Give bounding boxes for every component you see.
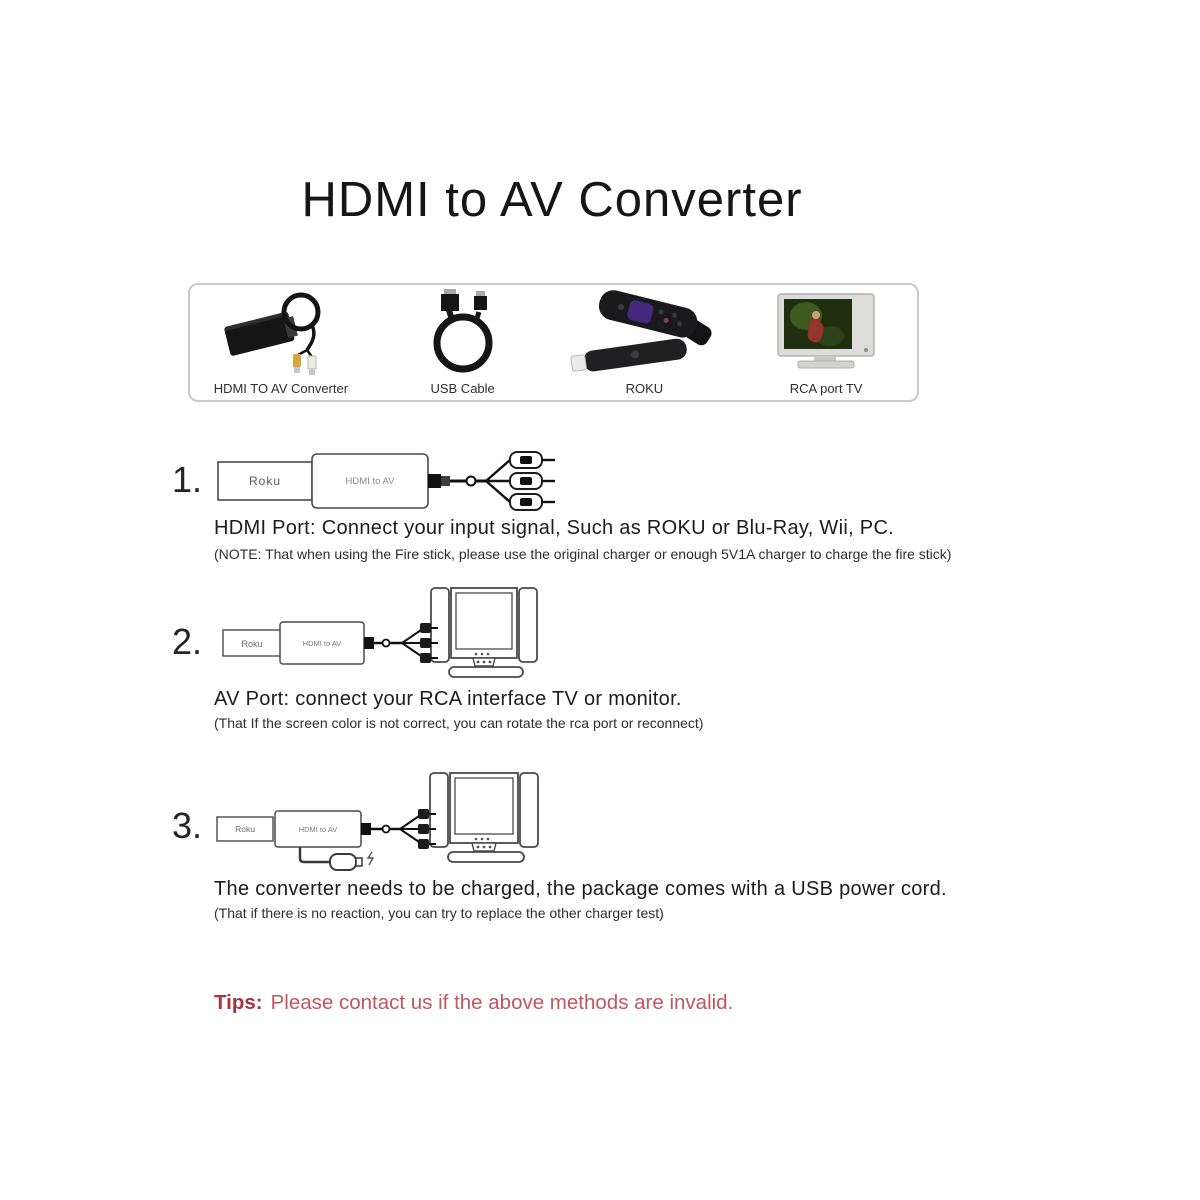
product-label: RCA port TV xyxy=(789,381,863,396)
step-2-heading: AV Port: connect your RCA interface TV o… xyxy=(214,688,682,710)
product-gallery: HDMI TO AV Converter USB Cable xyxy=(188,283,919,402)
product-item-rca-tv: RCA port TV xyxy=(735,285,917,400)
product-label: USB Cable xyxy=(430,381,495,396)
tips-line: Tips: Please contact us if the above meth… xyxy=(214,991,733,1015)
roku-source-label: Roku xyxy=(249,474,281,488)
usb-power-cord-icon xyxy=(298,847,375,871)
usb-cable-icon xyxy=(408,285,518,382)
step-2-note: (That If the screen color is not correct… xyxy=(214,715,704,731)
step-3-number: 3. xyxy=(172,805,203,846)
step-3-note: (That if there is no reaction, you can t… xyxy=(214,905,664,921)
tips-label: Tips: xyxy=(214,991,263,1014)
product-label: ROKU xyxy=(625,381,664,396)
tv-icon xyxy=(430,587,538,678)
step-2-diagram: Roku HDMI to AV xyxy=(222,587,538,678)
cable-split xyxy=(485,459,511,503)
av-connector-icon xyxy=(428,474,441,488)
page-title: HDMI to AV Converter xyxy=(301,173,803,227)
roku-source-label: Roku xyxy=(235,824,255,834)
converter-label: HDMI to AV xyxy=(346,476,396,487)
av-connector-icon xyxy=(364,637,374,649)
rca-plug-icon xyxy=(509,451,555,469)
hdmi-av-converter-icon xyxy=(221,285,341,382)
step-1-diagram: Roku HDMI to AV xyxy=(217,451,555,511)
step-1-number: 1. xyxy=(172,459,203,500)
step-1-heading: HDMI Port: Connect your input signal, Su… xyxy=(214,517,895,539)
converter-label: HDMI to AV xyxy=(299,825,338,834)
roku-stick-icon xyxy=(569,285,719,382)
step-2-number: 2. xyxy=(172,621,203,662)
tips-text: Please contact us if the above methods a… xyxy=(270,991,734,1014)
power-squiggle-icon xyxy=(366,851,375,866)
tv-icon xyxy=(429,772,539,863)
rca-plug-icon xyxy=(509,472,555,490)
roku-source-box xyxy=(216,816,274,842)
av-connector-icon xyxy=(361,823,371,835)
roku-source-label: Roku xyxy=(241,639,262,649)
rca-plug-icon xyxy=(420,623,438,663)
product-item-roku: ROKU xyxy=(554,285,736,400)
converter-label: HDMI to AV xyxy=(303,639,342,648)
rca-plug-icon xyxy=(418,809,436,849)
product-item-usb-cable: USB Cable xyxy=(372,285,554,400)
product-label: HDMI TO AV Converter xyxy=(213,381,349,396)
step-1-note: (NOTE: That when using the Fire stick, p… xyxy=(214,546,952,562)
product-item-converter: HDMI TO AV Converter xyxy=(190,285,372,400)
rca-plug-icon xyxy=(509,493,555,511)
step-3-diagram: Roku HDMI to AV xyxy=(216,772,539,871)
step-3-heading: The converter needs to be charged, the p… xyxy=(214,878,947,900)
rca-port-tv-icon xyxy=(770,285,882,382)
